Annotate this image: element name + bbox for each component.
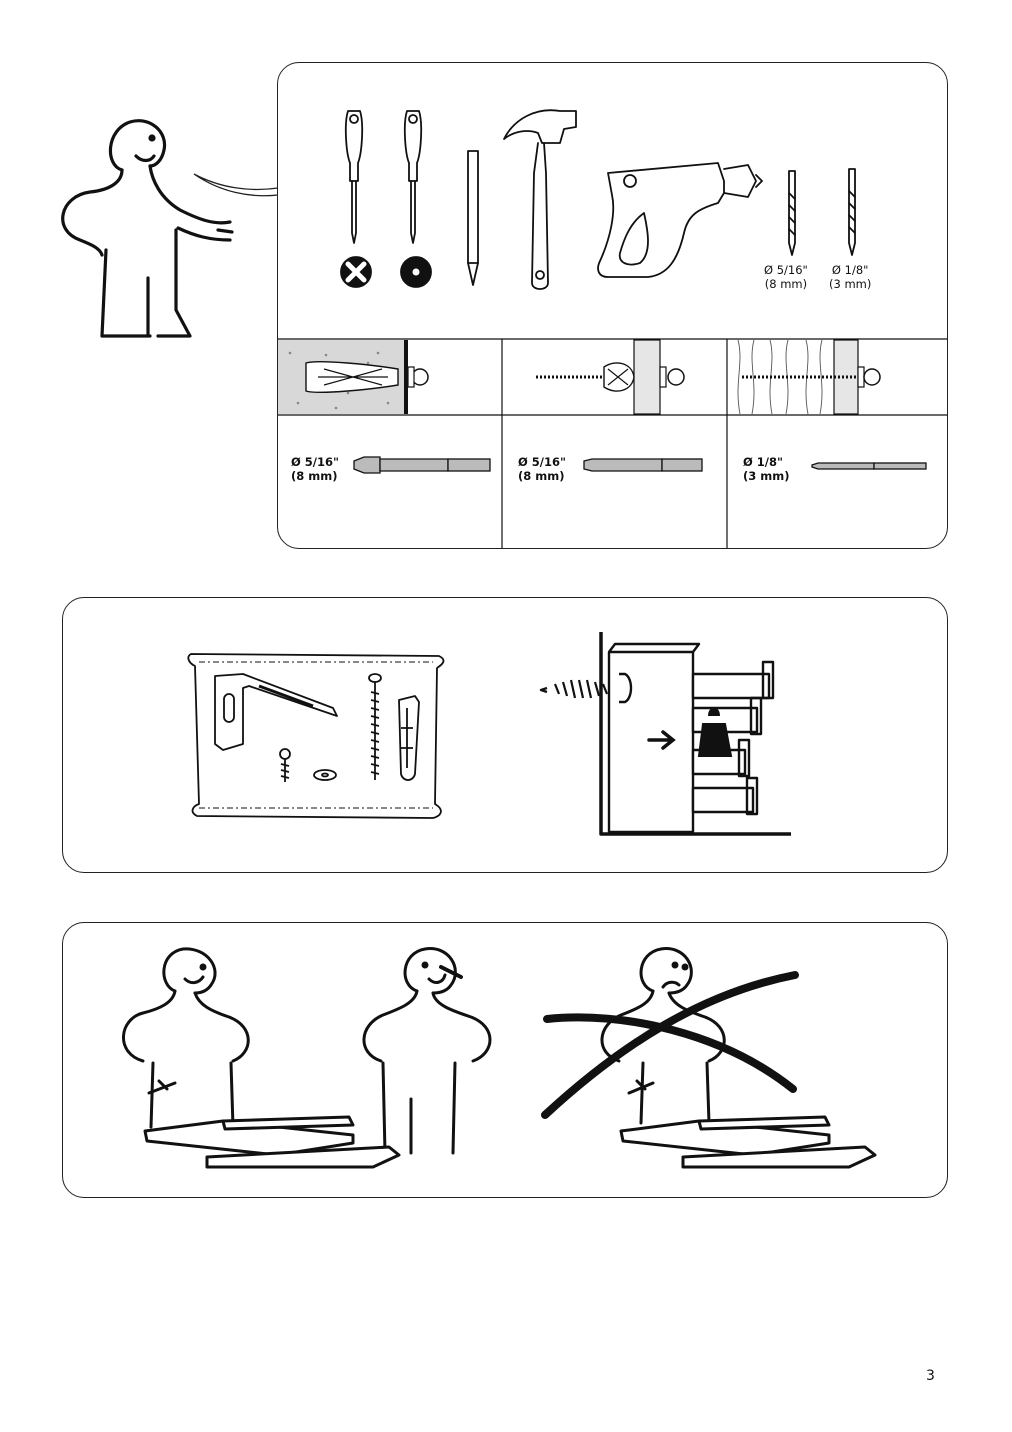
wood-drill-bit-icon-8mm <box>583 458 703 472</box>
drill-bit-label: Ø 5/16"(8 mm) <box>764 263 808 291</box>
two-person-assembly-icon <box>122 947 492 1169</box>
arrow-right-icon <box>647 730 676 750</box>
wall-anchoring-illustration <box>187 632 791 836</box>
wall-bit-label: Ø 5/16"(8 mm) <box>518 455 566 483</box>
page-number: 3 <box>926 1368 935 1384</box>
tools-panel: Ø 5/16"(8 mm) Ø 1/8"(3 mm) Ø 5/16"(8 mm)… <box>277 62 948 549</box>
tools-illustration <box>278 109 947 548</box>
drill-bit-label: Ø 1/8"(3 mm) <box>829 263 872 291</box>
pencil-icon <box>467 150 479 286</box>
two-person-assembly-panel <box>62 922 948 1198</box>
weight-icon <box>697 707 733 757</box>
wall-anchor-diagram-icon <box>539 632 791 836</box>
hardware-bag-icon <box>187 653 445 819</box>
drill-bit-icon <box>788 168 856 256</box>
phillips-screwdriver-icon <box>344 110 364 244</box>
concrete-wall-icon <box>278 340 429 414</box>
one-person-crossed-out-icon <box>541 947 877 1169</box>
wall-bit-label: Ø 5/16"(8 mm) <box>291 455 339 483</box>
assembly-help-illustration <box>122 947 877 1169</box>
wall-bit-label: Ø 1/8"(3 mm) <box>743 455 790 483</box>
wood-wall-icon <box>728 339 881 415</box>
hammer-icon <box>503 109 577 290</box>
drill-icon <box>597 162 763 278</box>
wall-anchoring-panel <box>62 597 948 873</box>
masonry-drill-bit-icon <box>353 456 491 474</box>
flathead-screwdriver-icon <box>403 110 423 244</box>
plasterboard-wall-icon <box>536 339 685 415</box>
wood-drill-bit-icon-3mm <box>811 462 927 470</box>
assembly-mascot-icon <box>61 119 234 338</box>
